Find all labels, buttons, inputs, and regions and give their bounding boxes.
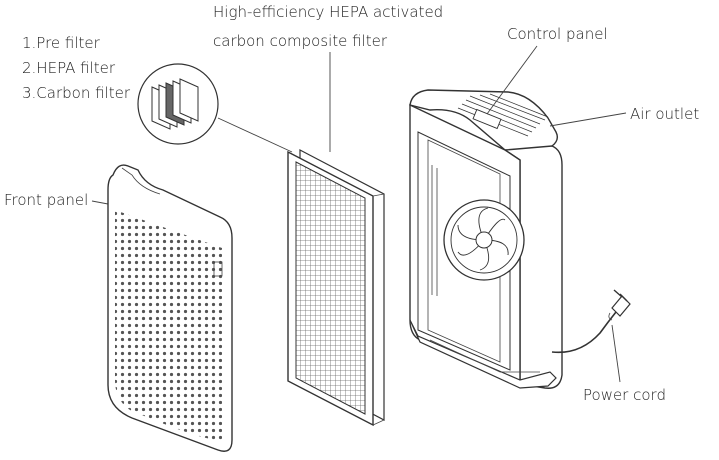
leader-control-panel [486,45,538,115]
purifier-unit [409,89,563,389]
leader-power-cord [611,324,621,383]
power-cord [551,289,631,354]
label-hepa-title-line1: High-efficiency HEPA activated [213,3,443,21]
label-power-cord: Power cord [583,386,666,404]
label-hepa-title-line2: carbon composite filter [213,32,388,50]
label-air-outlet: Air outlet [630,105,699,123]
filter-layers-inset [137,63,293,153]
label-front-panel: Front panel [4,191,88,209]
label-control-panel: Control panel [507,25,608,43]
hepa-filter-panel [287,149,385,427]
label-hepa-filter: 2.HEPA filter [22,59,116,77]
label-carbon-filter: 3.Carbon filter [22,84,131,102]
label-pre-filter: 1.Pre filter [22,34,101,52]
front-panel [107,164,233,452]
leader-air-outlet [549,112,627,127]
